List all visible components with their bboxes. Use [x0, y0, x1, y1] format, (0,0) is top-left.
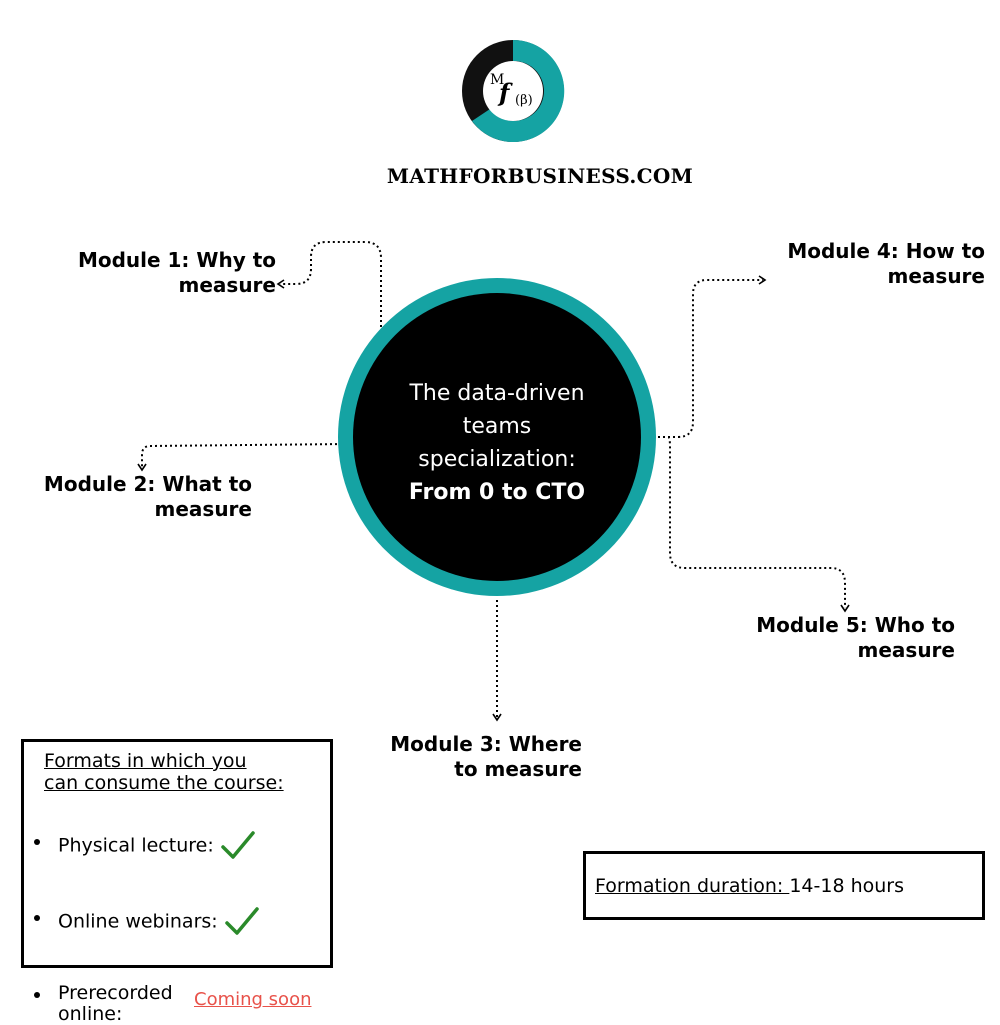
formats-title: Formats in which you can consume the cou…	[44, 750, 284, 794]
module-3-line-2: to measure	[454, 757, 582, 781]
connector-module-5	[658, 436, 846, 608]
bullet-icon	[34, 992, 40, 998]
module-5-line-1: Module 5: Who to	[756, 613, 955, 637]
duration-label: Formation duration:	[595, 875, 790, 897]
connector-module-4	[658, 279, 763, 438]
hub-highlight: From 0 to CTO	[408, 480, 586, 505]
module-4-line-1: Module 4: How to	[787, 239, 985, 263]
module-5-label: Module 5: Who to measure	[715, 613, 955, 663]
formats-list: Physical lecture: Online webinars: Prere…	[34, 820, 328, 1025]
connector-module-1	[280, 241, 382, 327]
module-2-line-2: measure	[154, 497, 252, 521]
duration-text: Formation duration: 14-18 hours	[595, 875, 904, 897]
module-1-line-1: Module 1: Why to	[77, 248, 276, 272]
logo-letter-m: M	[490, 72, 504, 88]
module-1-label: Module 1: Why to measure	[36, 248, 276, 298]
hub-line-3: specialization:	[418, 447, 576, 472]
bullet-icon	[34, 839, 40, 845]
site-name: MATHFORBUSINESS.COM	[386, 164, 694, 188]
central-hub-ring: The data-driven teams specialization: Fr…	[338, 278, 656, 596]
hub-line-2: teams	[462, 414, 532, 439]
module-4-line-2: measure	[887, 264, 985, 288]
bullet-icon	[34, 915, 40, 921]
arrowhead-module-4	[758, 275, 767, 285]
module-4-label: Module 4: How to measure	[745, 239, 985, 289]
logo-beta: (β)	[515, 93, 533, 108]
central-hub: The data-driven teams specialization: Fr…	[353, 293, 641, 581]
connector-module-2	[141, 438, 347, 468]
check-icon	[221, 831, 255, 859]
arrowhead-module-2	[137, 463, 147, 472]
format-physical-lecture: Physical lecture:	[34, 830, 328, 862]
arrowhead-module-1	[276, 279, 285, 289]
module-2-line-1: Module 2: What to	[43, 472, 252, 496]
format-online-webinars-label: Online webinars:	[58, 910, 218, 933]
connector-lines	[137, 241, 850, 722]
arrowhead-module-3	[492, 713, 502, 722]
arrowhead-module-5	[840, 604, 850, 613]
format-prerecorded: Prerecorded online: Coming soon	[34, 982, 328, 1025]
hub-line-1: The data-driven	[409, 381, 585, 406]
module-3-label: Module 3: Where to measure	[342, 732, 582, 782]
module-3-line-1: Module 3: Where	[390, 732, 582, 756]
module-1-line-2: measure	[178, 273, 276, 297]
module-2-label: Module 2: What to measure	[0, 472, 252, 522]
format-prerecorded-label-1: Prerecorded	[58, 982, 173, 1004]
format-online-webinars: Online webinars:	[34, 906, 328, 938]
formats-box: Formats in which you can consume the cou…	[21, 739, 333, 1025]
mathforbusiness-logo: M f (β)	[462, 39, 565, 142]
check-icon	[225, 907, 259, 935]
duration-value: 14-18 hours	[789, 875, 905, 897]
format-physical-lecture-label: Physical lecture:	[58, 834, 214, 857]
logo-letter-f: f	[497, 78, 513, 107]
duration-box: Formation duration: 14-18 hours	[583, 851, 985, 920]
module-5-line-2: measure	[857, 638, 955, 662]
